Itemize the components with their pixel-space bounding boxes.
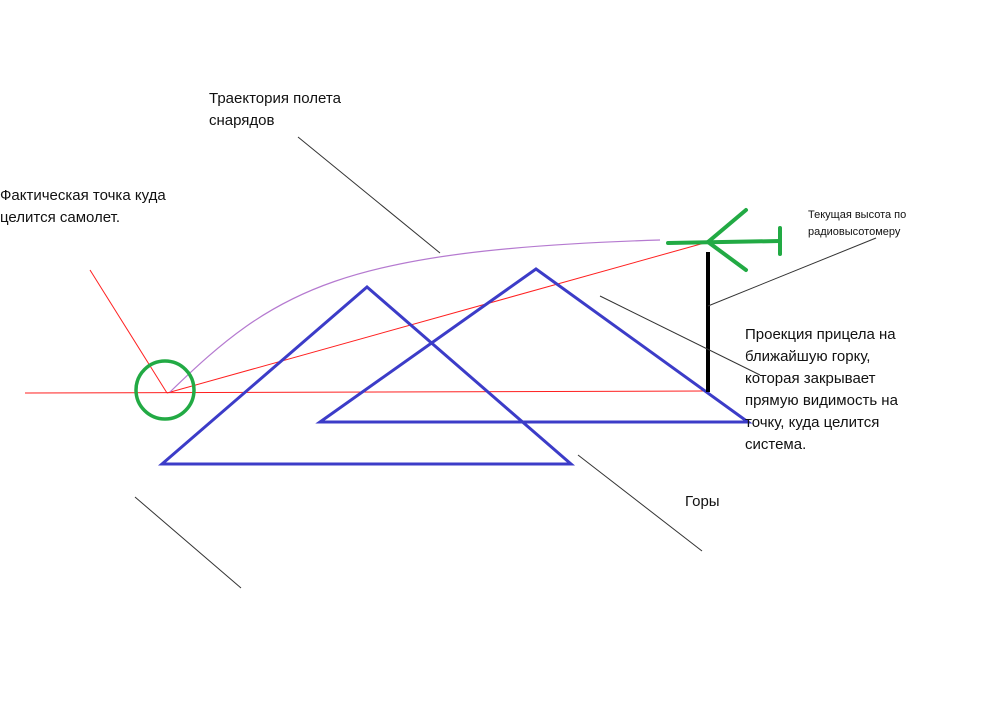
projection-label-line-6: система. [745, 436, 807, 453]
projection-label-line-1: Проекция прицела на [745, 326, 896, 343]
aircraft-wing-bottom [706, 240, 748, 272]
projection-label: Проекция прицела на ближайшую горку, кот… [745, 324, 898, 456]
mountains-label: Горы [685, 491, 720, 513]
trajectory-label: Траектория полета снарядов [209, 88, 341, 132]
lower-pointer [134, 496, 242, 589]
altitude-label: Текущая высота по радиовысотомеру [808, 207, 906, 241]
projection-label-line-5: точку, куда целится [745, 414, 880, 431]
altitude-label-line-2: радиовысотомеру [808, 226, 901, 238]
sight-lines [24, 241, 709, 394]
line-of-sight [166, 241, 709, 394]
aim-point-label-line-2: целится самолет. [0, 209, 121, 226]
aircraft-icon [666, 208, 782, 272]
mountains-pointer [577, 454, 703, 552]
horizon-line [24, 390, 706, 394]
projection-label-line-4: прямую видимость на [745, 392, 898, 409]
mountain-left [157, 285, 576, 466]
mountain-right [315, 267, 753, 424]
projection-label-line-2: ближайшую горку, [745, 348, 871, 365]
projection-pointer [599, 295, 761, 376]
trajectory-label-line-2: снарядов [209, 112, 275, 129]
aim-point-label-line-1: Фактическая точка куда [0, 187, 166, 204]
altitude-label-line-1: Текущая высота по [808, 209, 907, 221]
aircraft-body [666, 239, 782, 245]
altitude-pointer [707, 237, 877, 307]
aim-point-label: Фактическая точка куда целится самолет. [0, 185, 166, 229]
aircraft-wing-top [706, 208, 748, 244]
pointer-lines [134, 136, 877, 589]
mountains [157, 267, 753, 466]
projectile-trajectory [169, 239, 661, 393]
aim-pointer-line [89, 269, 168, 394]
trajectory-label-line-1: Траектория полета [209, 90, 341, 107]
aim-point-circle [134, 359, 196, 421]
trajectory-pointer [297, 136, 441, 254]
mountains-label-line-1: Горы [685, 493, 720, 510]
projection-label-line-3: которая закрывает [745, 370, 876, 387]
